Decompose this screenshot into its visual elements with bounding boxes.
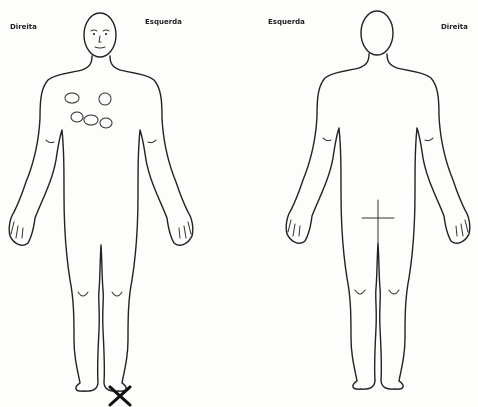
front-body-outline: [9, 56, 193, 391]
front-head: [84, 13, 116, 57]
back-figure: [286, 11, 470, 389]
front-face: [91, 30, 109, 48]
back-left-label: Esquerda: [268, 18, 305, 26]
front-chest-marks: [65, 93, 112, 128]
back-right-label: Direita: [441, 23, 468, 31]
front-right-label: Esquerda: [145, 18, 182, 26]
front-foot-x-mark: [110, 387, 130, 405]
front-left-label: Direita: [10, 23, 37, 31]
back-head: [361, 11, 393, 55]
front-figure: [9, 13, 193, 405]
